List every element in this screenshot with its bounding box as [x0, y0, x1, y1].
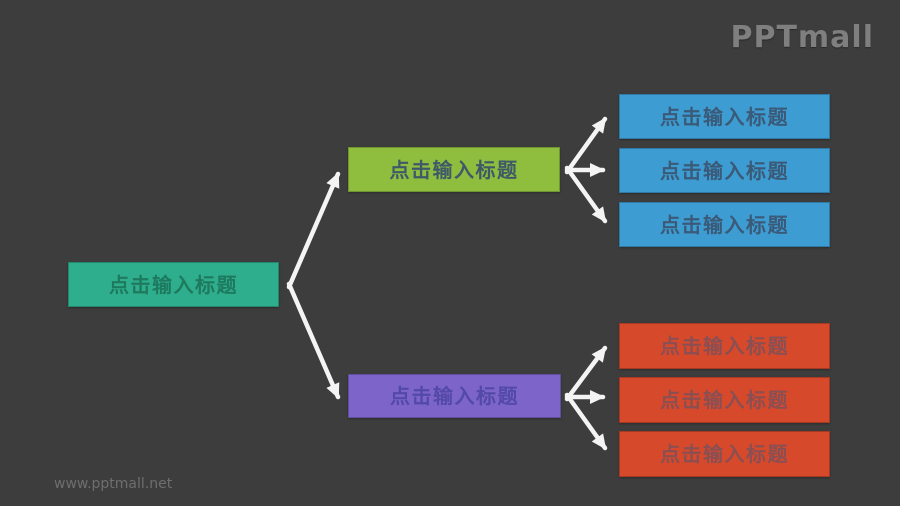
connector-branchtop-to-leaf3 — [564, 165, 608, 224]
leaf-top-3-title-box[interactable]: 点击输入标题 — [619, 202, 830, 247]
leaf-top-3-title-label: 点击输入标题 — [660, 212, 789, 237]
leaf-bottom-1-title-box[interactable]: 点击输入标题 — [619, 323, 830, 369]
watermark-url: www.pptmall.net — [54, 476, 173, 492]
branch-bottom-title-box[interactable]: 点击输入标题 — [348, 374, 561, 418]
leaf-bottom-2-title-label: 点击输入标题 — [660, 388, 789, 412]
leaf-top-2-title-box[interactable]: 点击输入标题 — [619, 148, 830, 193]
pptmall-logo: PPTmall — [730, 20, 874, 55]
leaf-top-1-title-label: 点击输入标题 — [660, 104, 789, 129]
root-title-label: 点击输入标题 — [109, 272, 238, 297]
leaf-bottom-2-title-box[interactable]: 点击输入标题 — [619, 377, 830, 423]
connector-branchtop-to-leaf1 — [564, 116, 608, 175]
branch-top-title-label: 点击输入标题 — [389, 157, 519, 182]
branch-top-title-box[interactable]: 点击输入标题 — [348, 147, 560, 192]
connector-root-to-branch-top — [286, 171, 341, 290]
connector-branchbottom-to-leaf1 — [564, 345, 608, 402]
connector-root-to-branch-bottom — [286, 281, 341, 400]
leaf-bottom-3-title-box[interactable]: 点击输入标题 — [619, 431, 830, 477]
leaf-top-1-title-box[interactable]: 点击输入标题 — [619, 94, 830, 139]
leaf-bottom-1-title-label: 点击输入标题 — [660, 334, 789, 358]
root-title-box[interactable]: 点击输入标题 — [68, 262, 279, 307]
leaf-top-2-title-label: 点击输入标题 — [660, 158, 789, 183]
leaf-bottom-3-title-label: 点击输入标题 — [660, 442, 789, 466]
connector-branchbottom-to-leaf3 — [564, 392, 608, 451]
branch-bottom-title-label: 点击输入标题 — [390, 384, 519, 408]
